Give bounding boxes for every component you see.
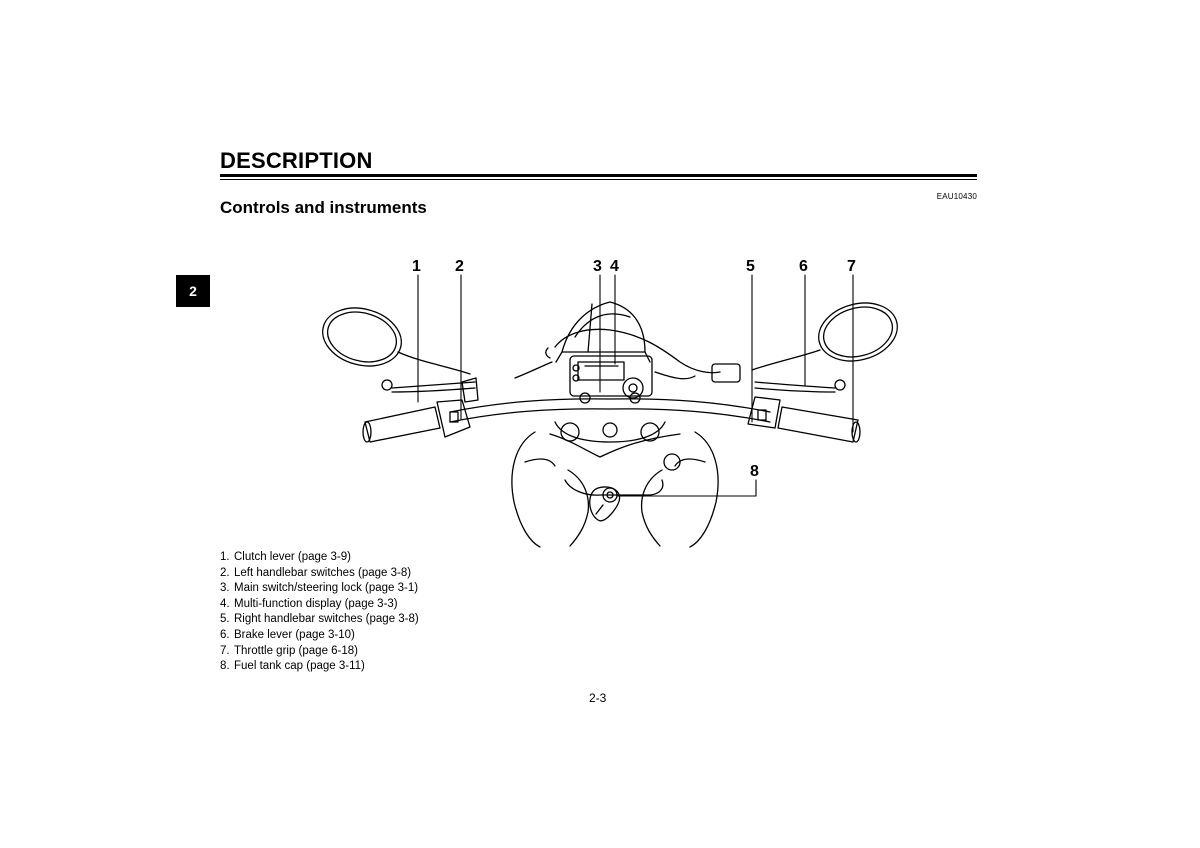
legend-item-text: Fuel tank cap (page 3-11) — [234, 660, 365, 673]
legend-item-text: Throttle grip (page 6-18) — [234, 644, 359, 657]
legend-item-number: 7. — [220, 644, 230, 657]
legend-item-number: 6. — [220, 628, 230, 641]
legend-item-number: 5. — [220, 613, 230, 626]
legend-item-text: Main switch/steering lock (page 3-1) — [234, 582, 419, 595]
chapter-tab-number: 2 — [189, 283, 197, 299]
left-grip — [362, 406, 441, 443]
callout-1: 1 — [412, 258, 421, 275]
left-handlebar-switches — [436, 377, 479, 438]
legend-item-text: Brake lever (page 3-10) — [234, 628, 355, 641]
brake-lever — [711, 363, 846, 393]
legend-item: 4. Multi-function display (page 3-3) — [220, 597, 419, 613]
subsection-title: Controls and instruments — [220, 198, 427, 217]
figure-legend: 1. Clutch lever (page 3-9) 2. Left handleb… — [220, 550, 419, 675]
legend-item-number: 8. — [220, 660, 230, 673]
section-title: DESCRIPTION — [220, 148, 373, 173]
fuel-tank-cap — [589, 486, 621, 522]
clutch-lever — [381, 379, 476, 393]
legend-item-number: 2. — [220, 566, 230, 579]
legend-item: 3. Main switch/steering lock (page 3-1) — [220, 581, 419, 597]
chapter-tab: 2 — [176, 275, 210, 307]
legend-item-text: Clutch lever (page 3-9) — [234, 551, 351, 563]
legend-item-text: Right handlebar switches (page 3-8) — [234, 613, 419, 626]
callout-8: 8 — [750, 463, 759, 480]
legend-item: 1. Clutch lever (page 3-9) — [220, 550, 419, 566]
callout-labels: 1 2 3 4 5 6 7 8 — [412, 258, 856, 480]
callout-7: 7 — [847, 258, 856, 275]
callout-2: 2 — [455, 258, 464, 275]
main-switch — [622, 377, 644, 399]
callout-4: 4 — [610, 258, 619, 275]
callout-leaders — [417, 274, 854, 497]
document-code: EAU10430 — [936, 192, 977, 201]
callout-6: 6 — [799, 258, 808, 275]
legend-item: 8. Fuel tank cap (page 3-11) — [220, 659, 419, 675]
triple-clamp — [554, 392, 681, 471]
handlebar-illustration: 1 2 3 4 5 6 7 8 — [300, 252, 920, 552]
header-rule-thick — [220, 174, 977, 177]
callout-5: 5 — [746, 258, 755, 275]
meter-cowling — [555, 301, 651, 363]
legend-item: 6. Brake lever (page 3-10) — [220, 628, 419, 644]
legend-item: 7. Throttle grip (page 6-18) — [220, 644, 419, 660]
callout-3: 3 — [593, 258, 602, 275]
throttle-grip — [777, 406, 861, 443]
legend-item-number: 4. — [220, 597, 230, 610]
left-mirror — [322, 307, 471, 375]
header-rule-thin — [220, 179, 977, 180]
page-number: 2-3 — [589, 691, 607, 705]
legend-item-text: Left handlebar switches (page 3-8) — [234, 566, 412, 579]
handlebar-drawing: 1 2 3 4 5 6 7 8 — [322, 258, 898, 548]
control-cables — [514, 328, 721, 380]
legend-item: 5. Right handlebar switches (page 3-8) — [220, 612, 419, 628]
legend-item-number: 3. — [220, 582, 230, 595]
multi-function-display — [569, 355, 653, 397]
right-handlebar-switches — [747, 396, 781, 429]
right-mirror — [751, 302, 898, 371]
legend-item-number: 1. — [220, 551, 230, 563]
legend-item: 2. Left handlebar switches (page 3-8) — [220, 566, 419, 582]
handlebar-bar — [449, 398, 771, 423]
legend-item-text: Multi-function display (page 3-3) — [234, 597, 398, 610]
